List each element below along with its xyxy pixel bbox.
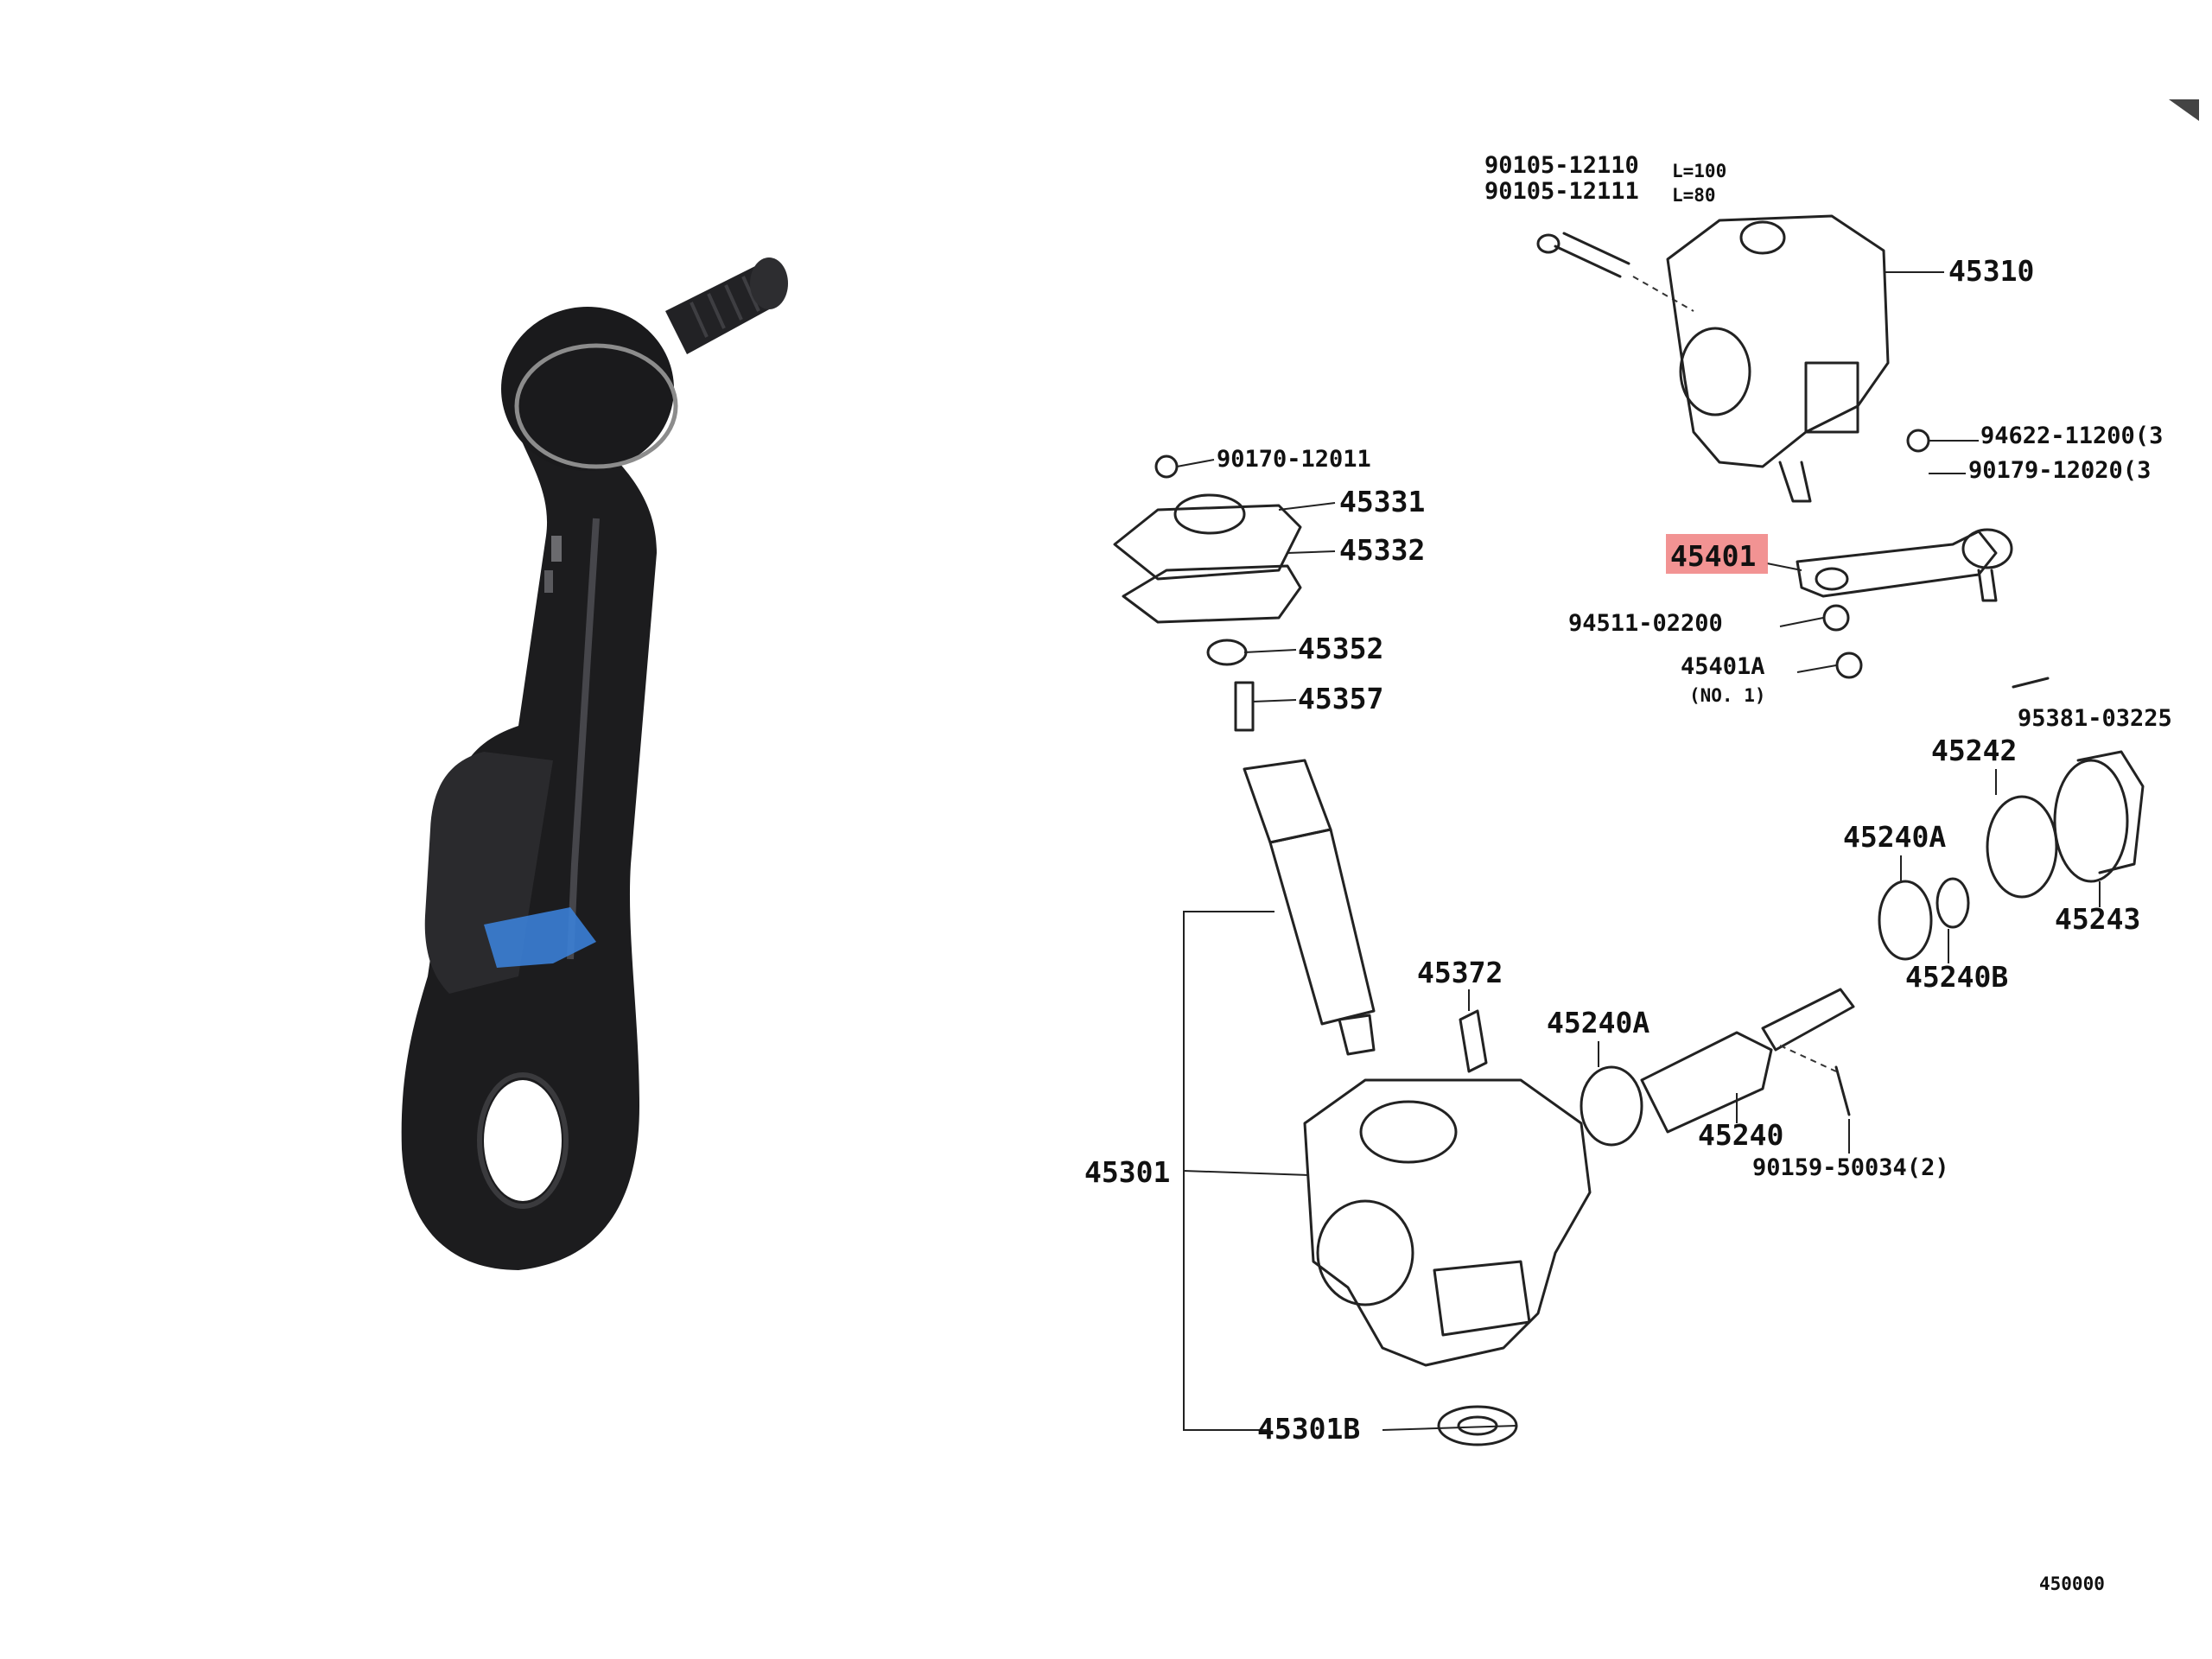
- label-cover: 45331: [1339, 485, 1425, 518]
- label-valve-assy: 45240: [1698, 1118, 1783, 1152]
- stud-end: [750, 257, 788, 309]
- label-bolt-a-note: L=100: [1672, 161, 1726, 181]
- label-fig-code: 450000: [2039, 1573, 2105, 1594]
- label-nut-top: 90170-12011: [1217, 446, 1371, 473]
- label-bearing-b: 45240B: [1905, 960, 2008, 994]
- label-nut-pitman: 94511-02200: [1568, 610, 1723, 637]
- leader-lines: [1176, 271, 2101, 1431]
- label-gasket: 45332: [1339, 533, 1425, 567]
- sector-shaft-drawing: [1243, 759, 1376, 1056]
- arm-mark-1: [551, 536, 562, 562]
- part-labels: 90105-12110 L=100 90105-12111 L=80 45310…: [1084, 152, 2172, 1594]
- label-adjust-nut: 45242: [1931, 734, 2017, 767]
- label-lock-ring: 45243: [2055, 902, 2140, 936]
- label-bolt-b: 90105-12111: [1484, 178, 1639, 205]
- label-ball-nut: 45401A: [1681, 653, 1765, 680]
- label-bearing-a: 45240A: [1843, 820, 1946, 854]
- stud-thread-lines: [690, 276, 760, 338]
- main-housing-drawing: [1303, 1078, 1592, 1367]
- bolt-drawing: [1536, 232, 1694, 312]
- plug-drawing: [1459, 1009, 1488, 1073]
- gear-housing-top-drawing: [1666, 214, 1930, 503]
- label-bolt-b-note: L=80: [1672, 185, 1716, 206]
- pitman-arm-drawing: [1796, 528, 2013, 679]
- label-bearing-a2: 45240A: [1547, 1006, 1649, 1039]
- label-adjust-screw: 45357: [1298, 682, 1383, 715]
- label-bolt-a: 90105-12110: [1484, 152, 1639, 179]
- label-clip: 95381-03225: [2018, 705, 2172, 732]
- spline-eye-hole: [484, 1080, 562, 1201]
- spline-eye-rim: [477, 1072, 569, 1209]
- label-seal: 45301B: [1257, 1412, 1360, 1446]
- label-ball-nut-note: (NO. 1): [1689, 685, 1766, 706]
- label-housing-assy: 45301: [1084, 1155, 1170, 1189]
- valve-assembly-drawing: [1580, 677, 2145, 1147]
- label-lock-nut: 45352: [1298, 632, 1383, 665]
- label-gear-housing-top: 45310: [1948, 254, 2034, 288]
- label-screw-set: 90159-50034(2): [1752, 1154, 1949, 1181]
- cover-drawing: [1113, 454, 1302, 732]
- arm-mark-2: [544, 570, 553, 593]
- pitman-arm-photo: [401, 257, 788, 1270]
- label-washer-right: 90179-12020(3: [1968, 457, 2151, 484]
- highlight-box: [1666, 534, 1768, 574]
- label-valve-plug: 45372: [1417, 956, 1503, 989]
- blue-paint-mark: [484, 907, 596, 968]
- ball-joint-ring: [514, 343, 678, 469]
- ball-joint-housing: [501, 307, 674, 471]
- exploded-diagram: 90105-12110 L=100 90105-12111 L=80 45310…: [1084, 152, 2172, 1594]
- label-nut-right: 94622-11200(3: [1980, 423, 2163, 449]
- label-pitman-arm: 45401: [1670, 539, 1756, 573]
- corner-mark: [2169, 99, 2199, 121]
